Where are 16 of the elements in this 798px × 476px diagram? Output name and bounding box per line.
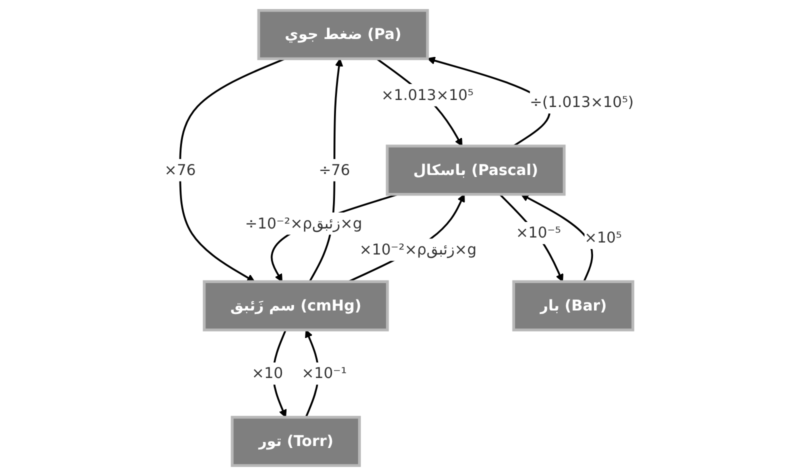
node-box: ضغط جوي (Pa) [257, 9, 429, 60]
node-box: سم زَئبق (cmHg) [202, 280, 389, 332]
edge-label: ×10⁻²×ρزئبق×g [359, 240, 476, 258]
edge-label: ÷76 [318, 160, 350, 179]
edge-label: ×10 [252, 364, 284, 382]
arrow [499, 194, 564, 282]
edge-label: ×1.013×10⁵ [381, 86, 474, 104]
edge-label: ÷10⁻²×ρزئبق×g [244, 214, 362, 232]
edge-label: ×10⁵ [584, 228, 622, 246]
edge-label: ×10⁻⁵ [516, 224, 561, 242]
edge-label: ×10⁻¹ [302, 364, 347, 382]
arrow [179, 58, 286, 282]
node-box: باسكال (Pascal) [386, 144, 566, 196]
edge-label: ÷(1.013×10⁵) [530, 93, 634, 111]
arrow [520, 194, 593, 282]
edge-label: ×76 [164, 160, 196, 179]
